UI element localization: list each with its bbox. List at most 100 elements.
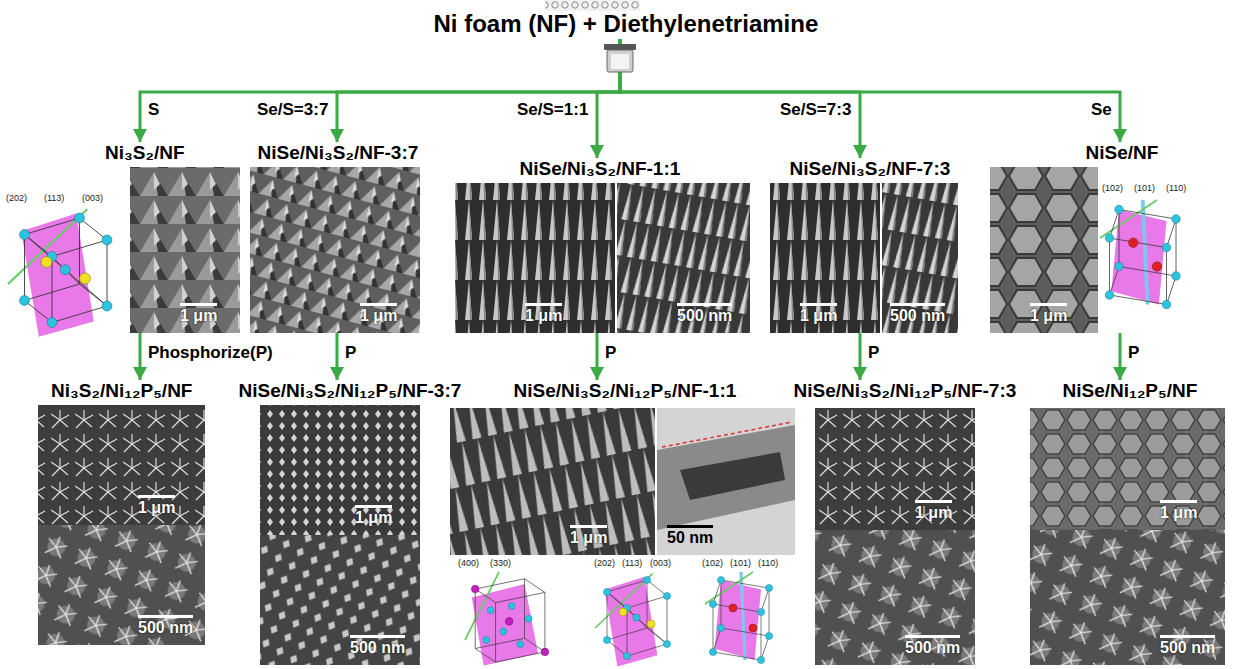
sem-panel	[815, 530, 975, 665]
scale-bar-label: 500 nm	[350, 635, 405, 657]
micrograph-panel: 1 μm	[455, 183, 615, 333]
crystal-plane-label: (113)	[44, 194, 64, 204]
sample-group: Ni₃S₂/Ni₁₂P₅/NF1 μm500 nm	[38, 380, 205, 645]
sem-panel	[770, 183, 880, 333]
flow-arrow	[1119, 333, 1122, 380]
flow-arrow	[337, 39, 620, 142]
precursor-node: Ni foam (NF) + Diethylenetriamine	[434, 10, 819, 39]
sample-name: NiSe/Ni₃S₂/NF-1:1	[520, 158, 681, 181]
sem-panel	[250, 167, 420, 333]
process-label: Se	[1091, 100, 1112, 120]
scale-bar-label: 1 μm	[355, 505, 392, 527]
crystal-plane-label: (101)	[730, 559, 751, 569]
sample-name: Ni₃S₂/NF	[105, 142, 185, 165]
sample-name: NiSe/Ni₃S₂/NF-7:3	[790, 158, 951, 181]
flow-arrow	[859, 333, 862, 380]
micrograph-panel: 500 nm	[260, 535, 420, 665]
sample-group: Ni₃S₂/NF 1 μm	[105, 142, 240, 333]
sem-panel	[882, 183, 958, 333]
micrograph-panel: 1 μm	[990, 167, 1098, 333]
crystal-structure	[595, 574, 671, 667]
crystal-plane-label: (102)	[702, 559, 723, 569]
tem-panel	[657, 408, 795, 555]
micrograph-panel: 500 nm	[1030, 530, 1225, 665]
tem-rod-core	[680, 452, 785, 500]
crystal-plane-label: (113)	[622, 559, 642, 569]
scale-bar-label: 1 μm	[525, 303, 562, 325]
scale-bar-label: 1 μm	[915, 500, 952, 522]
crystal-plane-label: (003)	[650, 559, 671, 569]
scale-bar-label: 1 μm	[360, 303, 397, 325]
sample-name: Ni₃S₂/Ni₁₂P₅/NF	[51, 380, 192, 403]
sem-panel	[990, 167, 1098, 333]
sample-name: NiSe/Ni₃S₂/Ni₁₂P₅/NF-1:1	[514, 380, 737, 403]
sample-name: NiSe/Ni₁₂P₅/NF	[1063, 380, 1198, 403]
sample-name: NiSe/Ni₃S₂/NF-3:7	[258, 142, 419, 165]
sem-panel	[1030, 530, 1225, 665]
crystal-plane-label: (330)	[490, 559, 511, 569]
crystal-plane-label: (202)	[6, 194, 27, 204]
flow-arrow	[140, 39, 620, 142]
sem-panel	[455, 183, 615, 333]
crystal-plane-label: (110)	[1166, 184, 1186, 194]
micrograph-panel: 500 nm	[882, 183, 958, 333]
flow-arrow	[596, 333, 599, 380]
flow-arrow	[336, 333, 339, 380]
scale-bar-label: 500 nm	[1160, 635, 1215, 657]
sample-group: NiSe/Ni₃S₂/Ni₁₂P₅/NF-3:71 μm500 nm	[239, 380, 462, 665]
scale-bar-label: 50 nm	[667, 525, 713, 547]
process-label: P	[868, 343, 879, 363]
micrograph-panel: 1 μm	[815, 408, 975, 530]
sample-group: NiSe/Ni₃S₂/NF-1:11 μm500 nm	[455, 158, 750, 333]
crystal-plane-label: (202)	[594, 559, 615, 569]
crystal-plane-label: (400)	[458, 559, 479, 569]
sem-panel	[130, 167, 240, 333]
scale-bar-label: 1 μm	[570, 525, 607, 547]
crystal-structure	[465, 572, 549, 666]
process-label: P	[605, 343, 616, 363]
flow-arrow	[620, 39, 860, 158]
tem-shell-line	[662, 422, 792, 447]
process-label: Se/S=7:3	[780, 100, 851, 120]
scale-bar-label: 1 μm	[180, 303, 217, 325]
micrograph-panel: 50 nm	[657, 408, 795, 555]
micrograph-panel: 500 nm	[815, 530, 975, 665]
sample-group: NiSe/Ni₃S₂/NF-7:3 1 μm 500 nm	[770, 158, 958, 333]
micrograph-panel: 500 nm	[38, 525, 205, 645]
scale-bar-label: 1 μm	[1160, 500, 1197, 522]
process-label: Se/S=3:7	[257, 100, 328, 120]
crystal-plane-label: (003)	[82, 194, 103, 204]
sem-panel	[260, 405, 420, 535]
crystal-structure	[1100, 200, 1180, 309]
autoclave-icon	[604, 44, 636, 72]
micrograph-panel: 1 μm	[130, 167, 240, 333]
micrograph-panel: 1 μm	[250, 167, 420, 333]
scale-bar-label: 1 μm	[800, 303, 837, 325]
process-label: P	[345, 343, 356, 363]
precursor-label: Ni foam (NF) + Diethylenetriamine	[434, 10, 819, 39]
sample-group: NiSe/NF1 μm	[990, 142, 1159, 333]
process-label: P	[1128, 343, 1139, 363]
sample-group: NiSe/Ni₁₂P₅/NF 1 μm 500 nm	[1030, 380, 1225, 665]
sample-group: NiSe/Ni₃S₂/Ni₁₂P₅/NF-7:3 1 μm 500 nm	[794, 380, 1017, 665]
crystal-plane-label: (102)	[1102, 184, 1123, 194]
sem-panel	[815, 408, 975, 530]
tem-rod	[657, 425, 795, 530]
process-label: Phosphorize(P)	[148, 343, 273, 363]
crystal-structure	[705, 572, 773, 664]
micrograph-panel: 1 μm	[1030, 408, 1225, 530]
sem-panel	[38, 405, 205, 525]
sample-name: NiSe/Ni₃S₂/Ni₁₂P₅/NF-7:3	[794, 380, 1017, 403]
sem-panel	[260, 535, 420, 665]
sem-panel	[617, 183, 750, 333]
scale-bar-label: 500 nm	[890, 303, 945, 325]
sample-name: NiSe/NF	[1086, 142, 1159, 165]
sample-group: NiSe/Ni₃S₂/NF-3:7 1 μm	[250, 142, 420, 333]
sample-group: NiSe/Ni₃S₂/Ni₁₂P₅/NF-1:1 1 μm 50 nm	[450, 380, 795, 555]
process-label: Se/S=1:1	[517, 100, 588, 120]
crystal-plane-label: (110)	[758, 559, 778, 569]
